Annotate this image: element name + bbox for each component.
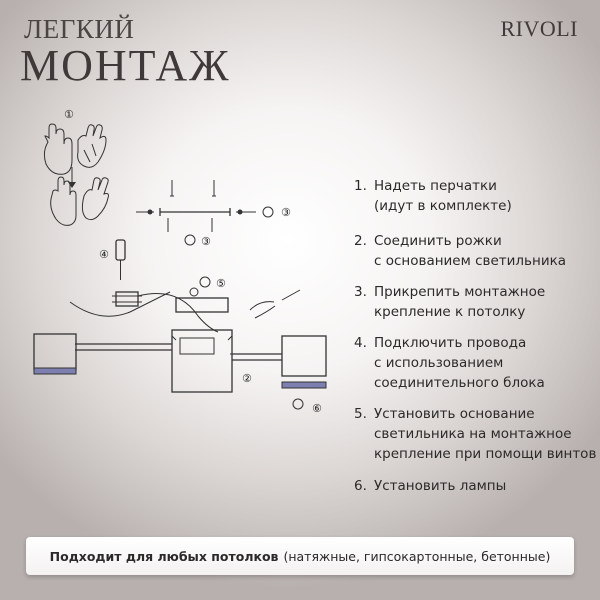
step-marker-2: ② <box>242 372 252 385</box>
screw-icon <box>237 209 243 215</box>
terminal-block <box>112 291 142 307</box>
step-text: светильника на монтажное <box>374 426 572 442</box>
step-marker-3b: ③ <box>201 235 211 248</box>
brand-logo: RIVOLI <box>500 16 578 41</box>
gloves-illustration <box>43 123 107 175</box>
mounting-bracket <box>136 180 274 246</box>
step-text: с использованием <box>374 355 504 371</box>
lamp-arm-right <box>232 335 327 377</box>
step-text: соединительного блока <box>374 375 545 391</box>
step-number: 6. <box>354 478 367 494</box>
lamp-arm-left <box>33 333 172 375</box>
footer-text: (натяжные, гипсокартонные, бетонные) <box>283 548 551 564</box>
step-number: 2. <box>354 233 367 249</box>
step-marker-4: ④ <box>99 248 109 261</box>
wire <box>69 291 171 317</box>
step-5: 5. Установить основание светильника на мо… <box>354 404 596 464</box>
step-marker-1: ① <box>64 108 74 121</box>
canopy-plate <box>175 297 229 313</box>
step-text: Прикрепить монтажное <box>374 284 546 300</box>
step-text: крепление при помощи винтов <box>374 446 597 462</box>
step-marker-6: ⑥ <box>312 402 322 415</box>
hands-illustration <box>50 176 109 226</box>
header-title: МОНТАЖ <box>20 41 231 90</box>
step-4: 4. Подключить провода с использованием со… <box>354 333 545 393</box>
footer-bold-text: Подходит для любых потолков <box>49 548 279 564</box>
step-text: Надеть перчатки <box>374 178 497 194</box>
rotation-icon <box>292 398 304 410</box>
step-1: 1. Надеть перчатки (идут в комплекте) <box>354 176 512 216</box>
screw-icon <box>171 180 215 196</box>
screw-icon <box>147 209 153 215</box>
step-2: 2. Соединить рожки с основанием светильни… <box>354 231 566 271</box>
step-text: (идут в комплекте) <box>374 198 512 214</box>
step-number: 1. <box>354 178 367 194</box>
step-text: Установить лампы <box>374 478 507 494</box>
rotation-icon <box>184 234 196 246</box>
step-marker-5: ⑤ <box>216 277 226 290</box>
step-text: Соединить рожки <box>374 233 502 249</box>
footer-banner: Подходит для любых потолков (натяжные, г… <box>26 537 574 575</box>
arrowhead-icon <box>68 182 76 188</box>
cable-tie <box>249 301 276 319</box>
step-6: 6. Установить лампы <box>354 476 506 496</box>
step-text: Подключить провода <box>374 335 527 351</box>
step-3: 3. Прикрепить монтажное крепление к потол… <box>354 282 545 322</box>
screwdriver-icon <box>115 239 126 280</box>
step-marker-3a: ③ <box>281 206 291 219</box>
wire <box>137 293 219 333</box>
step-number: 5. <box>354 406 367 422</box>
lamp-right <box>281 381 327 389</box>
step-text: крепление к потолку <box>374 304 526 320</box>
arrow-icon <box>281 289 301 301</box>
step-number: 3. <box>354 284 367 300</box>
step-number: 4. <box>354 335 367 351</box>
step-text: Установить основание <box>374 406 535 422</box>
screw-icon <box>189 287 199 297</box>
rotation-icon <box>262 206 274 218</box>
step-text: с основанием светильника <box>374 253 567 269</box>
lamp-left <box>33 367 77 375</box>
header-subtitle: ЛЕГКИЙ <box>24 14 135 44</box>
rotation-icon <box>199 276 211 288</box>
fixture-body <box>171 329 233 393</box>
